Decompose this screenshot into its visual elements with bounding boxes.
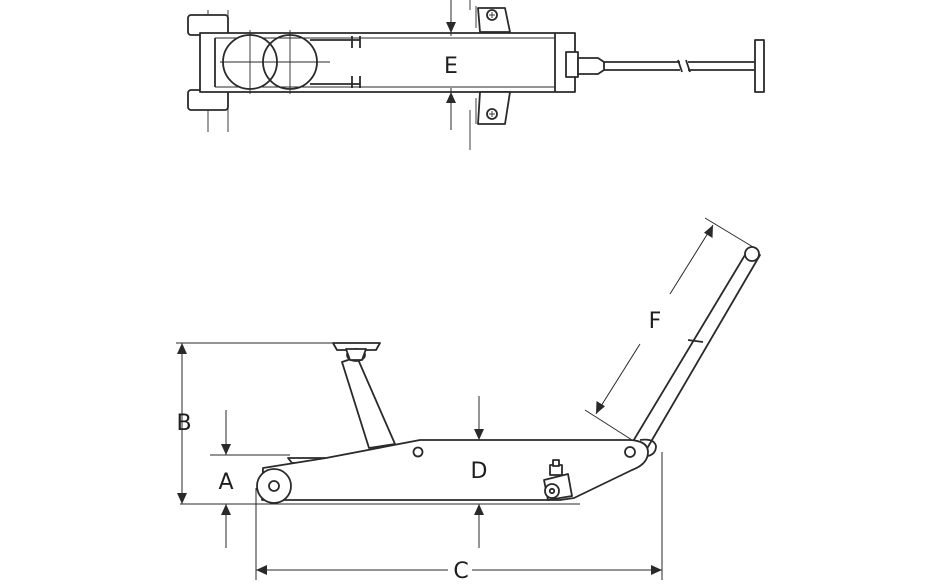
dim-f-extension bbox=[584, 409, 633, 441]
top-view: E bbox=[187, 0, 765, 150]
dim-c-label: C bbox=[453, 559, 468, 584]
dim-d-arrow bbox=[474, 429, 484, 440]
caster-hub bbox=[548, 487, 556, 495]
dim-d-arrow bbox=[474, 504, 484, 515]
handle-break bbox=[677, 59, 683, 73]
side-handle-tip bbox=[744, 246, 760, 262]
dim-f-arrow bbox=[596, 401, 605, 414]
chassis-body bbox=[261, 439, 649, 501]
top-wheel-lower bbox=[187, 89, 229, 111]
top-wheel-upper bbox=[187, 14, 229, 36]
dim-f-extension bbox=[704, 217, 759, 251]
dim-b-arrow bbox=[177, 343, 187, 354]
dim-b-arrow bbox=[177, 493, 187, 504]
dim-f-label: F bbox=[649, 309, 662, 334]
dim-f-arrow bbox=[704, 225, 713, 238]
lift-saddle bbox=[332, 342, 381, 351]
side-rear-wheel-hub bbox=[268, 480, 280, 492]
handle-break bbox=[685, 59, 691, 73]
dim-d-label: D bbox=[471, 459, 488, 484]
handle-socket bbox=[577, 57, 605, 75]
dim-c-arrow bbox=[651, 565, 662, 575]
front-bracket-lower bbox=[477, 91, 511, 125]
saddle-neck bbox=[345, 348, 367, 361]
dim-a-arrow bbox=[221, 504, 231, 515]
dim-b-label: B bbox=[176, 411, 191, 436]
dim-a-label: A bbox=[218, 470, 233, 495]
dim-e-label: E bbox=[444, 54, 458, 79]
chassis-pin bbox=[412, 446, 424, 458]
lift-arm bbox=[341, 356, 396, 449]
pump-block bbox=[565, 51, 579, 78]
handle-grip bbox=[754, 39, 765, 93]
dim-f-line bbox=[669, 224, 714, 295]
side-view: B A D C F bbox=[176, 217, 761, 584]
caster-top bbox=[552, 459, 560, 467]
dim-a-arrow bbox=[221, 444, 231, 455]
handle-hook bbox=[639, 438, 657, 457]
dim-c-arrow bbox=[256, 565, 267, 575]
dim-e-arrow bbox=[446, 22, 456, 33]
dim-f-line bbox=[595, 343, 641, 415]
handle-joint bbox=[687, 339, 704, 343]
side-handle-shaft bbox=[628, 254, 761, 453]
handle-pivot-pin bbox=[624, 446, 636, 458]
dim-e-arrow bbox=[446, 92, 456, 103]
